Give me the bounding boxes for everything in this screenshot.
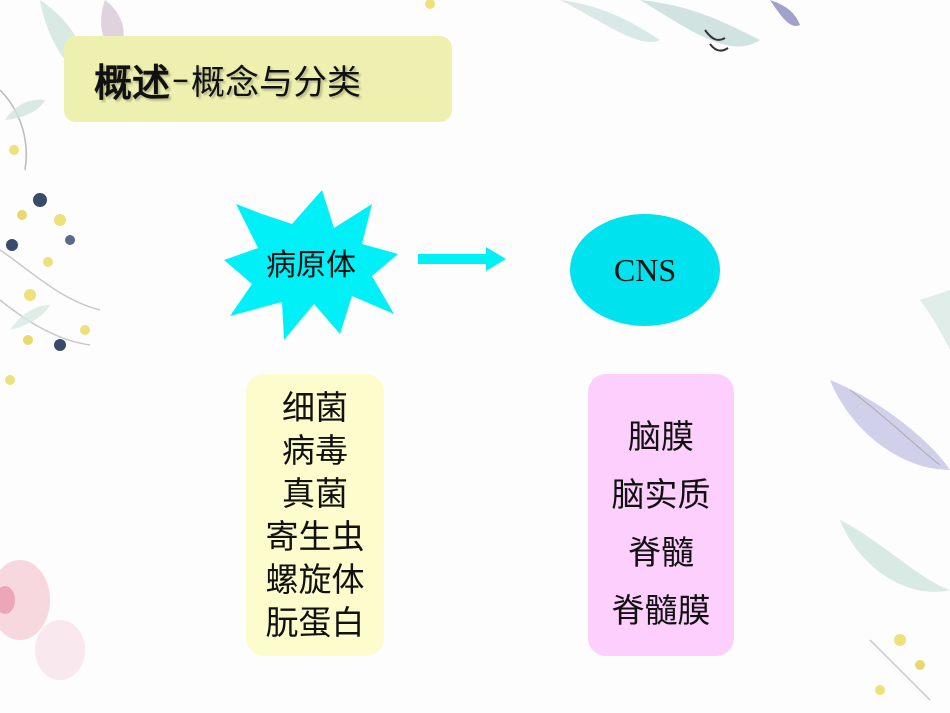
title-dash: – [172,59,190,99]
pathogen-list-item: 寄生虫 [265,517,365,556]
cns-oval: CNS [570,214,720,326]
title-main: 概述 [94,60,171,105]
cns-list-item: 脑实质 [611,475,711,514]
cns-label: CNS [613,251,677,288]
cns-list-item: 脑膜 [628,417,694,456]
pathogen-list-item: 细菌 [282,388,348,427]
pathogen-list-item: 朊蛋白 [265,603,365,642]
pathogen-list-item: 真菌 [282,474,348,513]
pathogen-label: 病原体 [266,248,356,283]
cns-list: 脑膜 脑实质 脊髓 脊髓膜 [588,374,734,656]
cns-list-item: 脊髓 [628,533,694,572]
pathogen-list-item: 病毒 [282,431,348,470]
pathogen-list-item: 螺旋体 [265,560,365,599]
cns-list-item: 脊髓膜 [611,591,711,630]
pathogen-starburst-shape [224,190,398,340]
title-sub: 概念与分类 [191,62,362,103]
pathogen-list: 细菌 病毒 真菌 寄生虫 螺旋体 朊蛋白 [246,374,384,656]
right-arrow-icon [418,247,506,271]
title-box: 概述 – 概念与分类 [64,36,452,122]
